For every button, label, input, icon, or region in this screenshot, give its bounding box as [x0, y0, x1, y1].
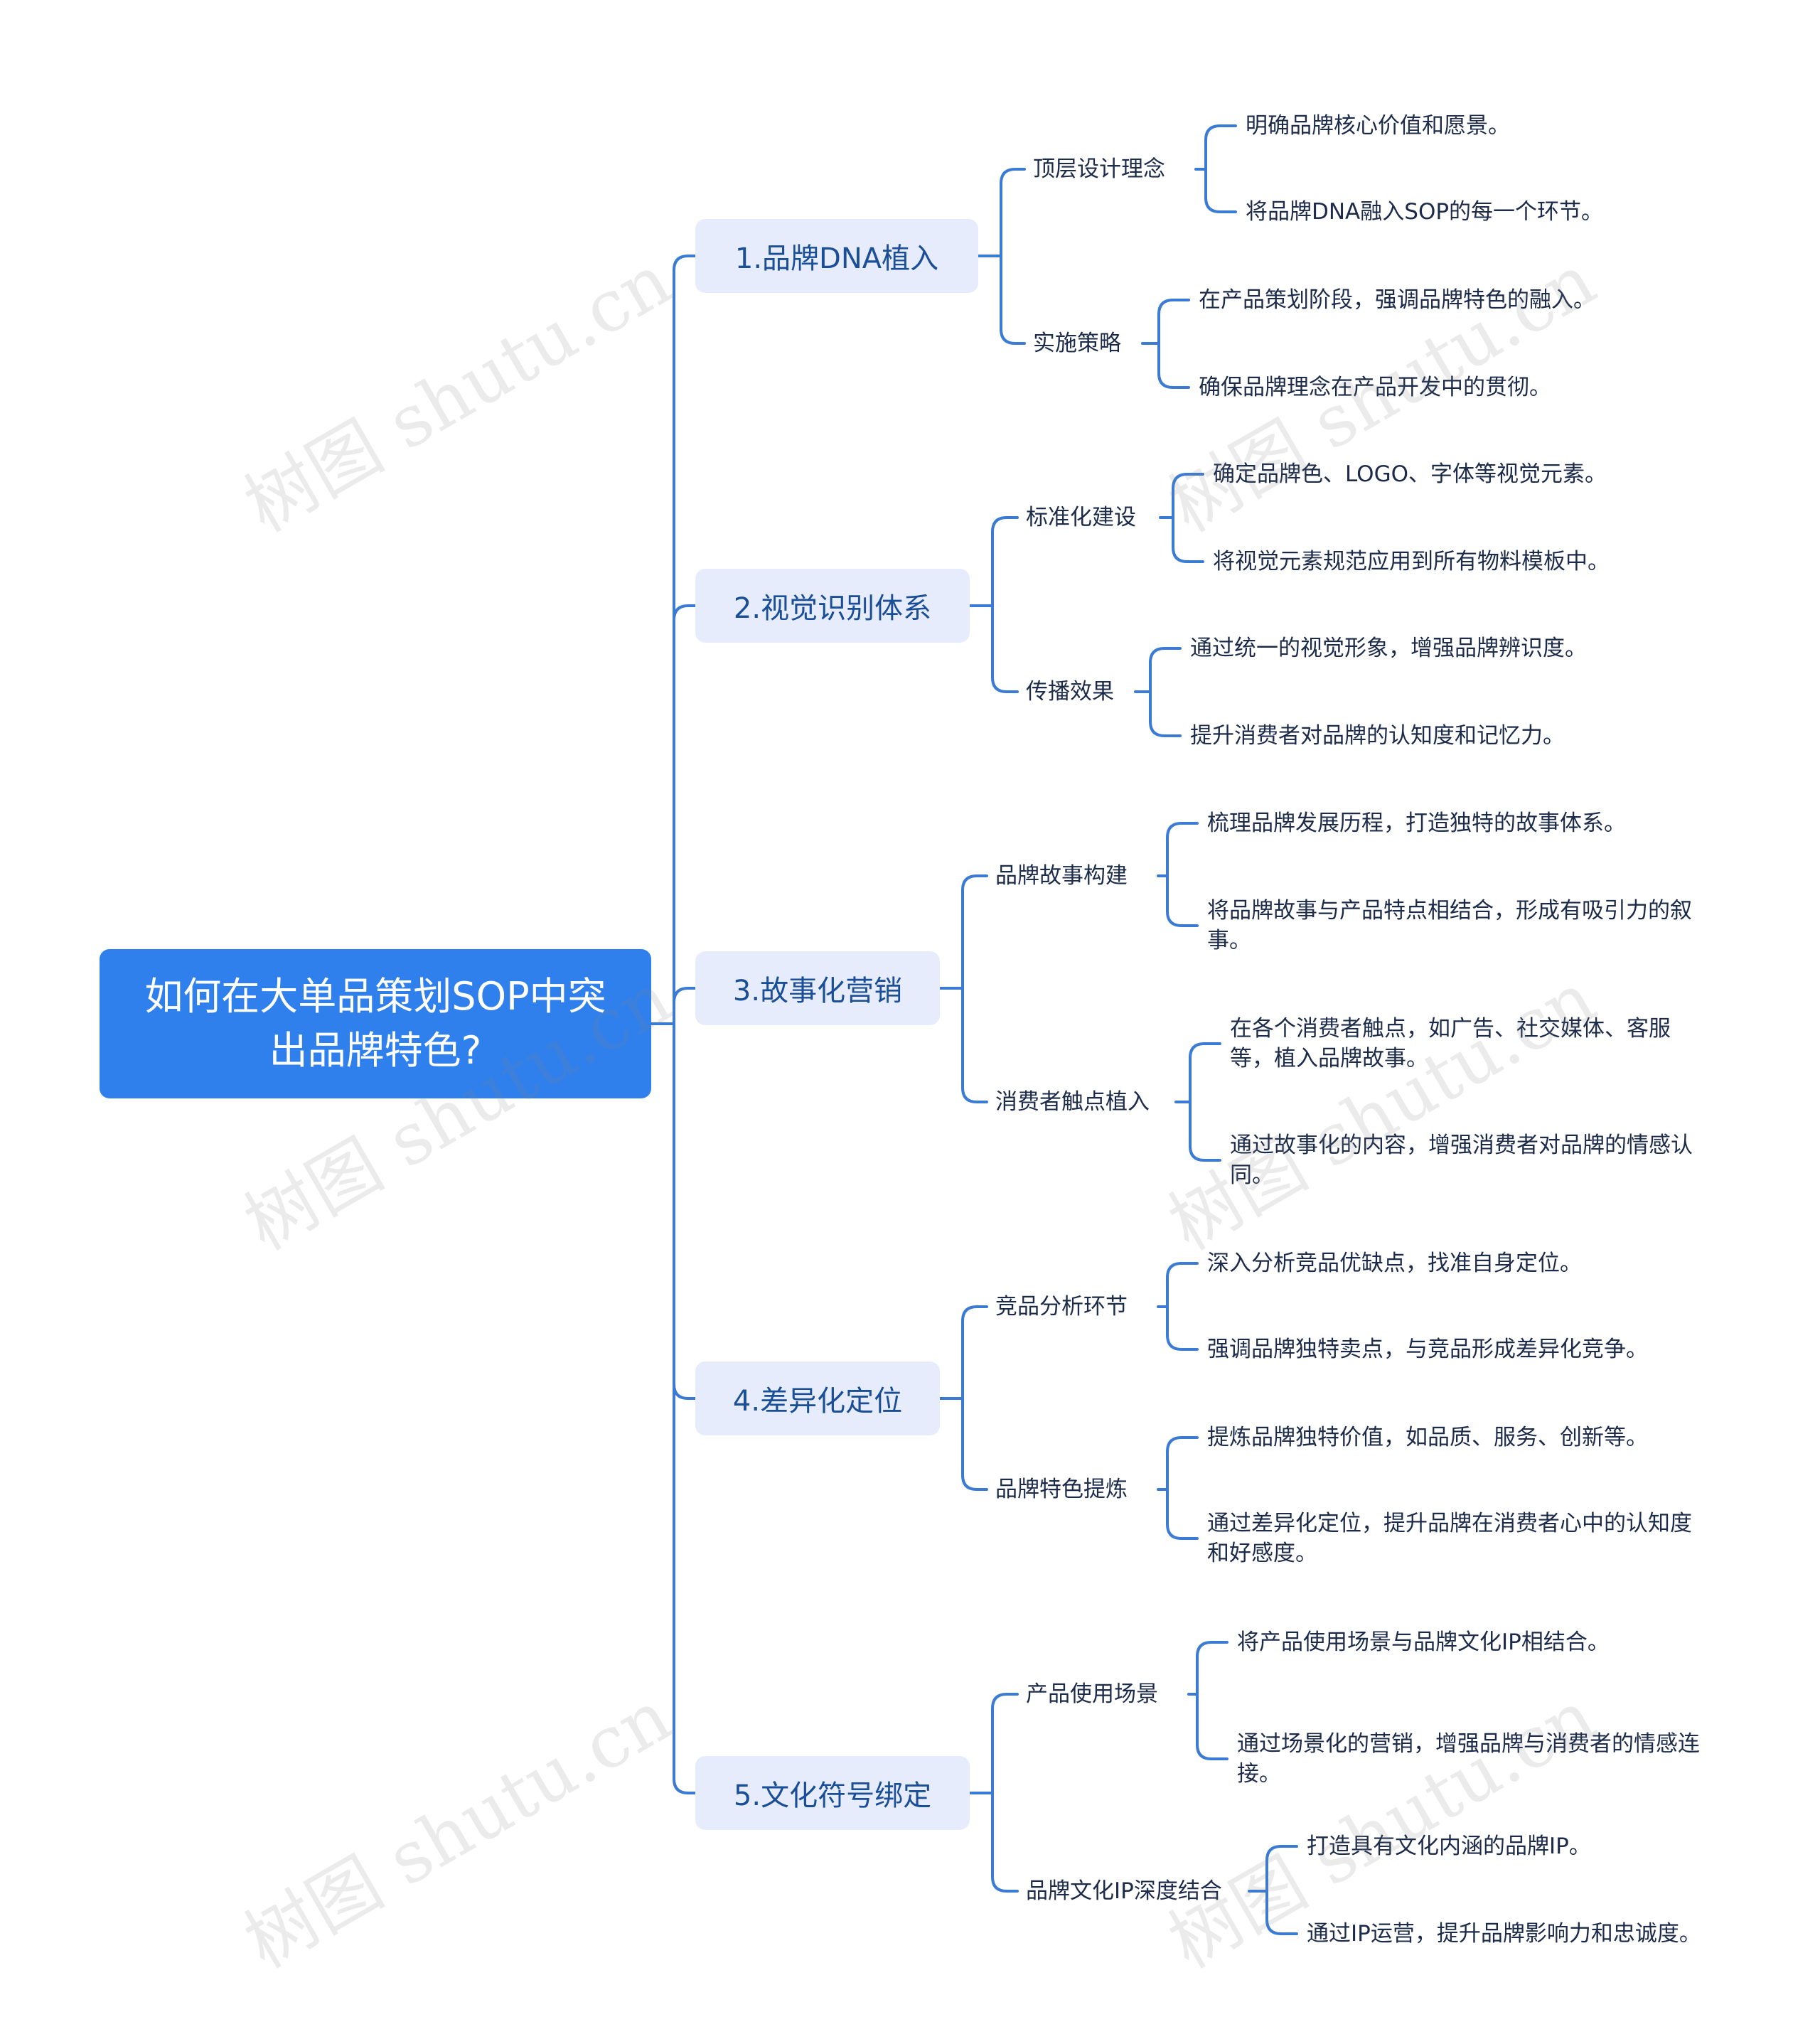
- edge-subtopic-leaf: [1166, 1436, 1199, 1491]
- leaf-4-2-2[interactable]: 通过差异化定位，提升品牌在消费者心中的认知度和好感度。: [1207, 1511, 1692, 1566]
- leaf-4-1-1[interactable]: 深入分析竞品优缺点，找准自身定位。: [1207, 1251, 1582, 1276]
- leaf-1-2-1[interactable]: 在产品策划阶段，强调品牌特色的融入。: [1199, 287, 1595, 313]
- edge-branch-subtopic: [991, 1792, 1019, 1893]
- leaf-5-1-2[interactable]: 通过场景化的营销，增强品牌与消费者的情感连接。: [1237, 1731, 1700, 1787]
- edge-branch-subtopic: [961, 874, 988, 990]
- edge-root-branch: [673, 1022, 697, 1400]
- edge-branch-subtopic: [961, 987, 988, 1103]
- leaf-1-1-2[interactable]: 将品牌DNA融入SOP的每一个环节。: [1246, 199, 1604, 225]
- leaf-2-1-1[interactable]: 确定品牌色、LOGO、字体等视觉元素。: [1213, 461, 1607, 487]
- edge-branch-subtopic: [961, 1397, 988, 1491]
- leaf-3-2-2[interactable]: 通过故事化的内容，增强消费者对品牌的情感认同。: [1230, 1133, 1693, 1188]
- leaf-2-2-1[interactable]: 通过统一的视觉形象，增强品牌辨识度。: [1190, 636, 1587, 661]
- edge-subtopic-leaf: [1172, 516, 1204, 563]
- branch-topic-5[interactable]: 5.文化符号绑定: [695, 1756, 970, 1830]
- edge-subtopic-leaf: [1149, 647, 1182, 693]
- edge-subtopic-leaf: [1157, 342, 1190, 389]
- edge-subtopic-leaf: [1189, 1101, 1221, 1162]
- edge-subtopic-leaf: [1166, 1488, 1199, 1540]
- edge-subtopic-leaf: [1157, 299, 1190, 345]
- branch-topic-1[interactable]: 1.品牌DNA植入: [695, 219, 978, 293]
- edge-branch-subtopic: [1000, 255, 1026, 345]
- edge-branch-subtopic: [991, 1693, 1019, 1794]
- edge-subtopic-leaf: [1172, 473, 1204, 519]
- subtopic-4-2[interactable]: 品牌特色提炼: [995, 1477, 1128, 1502]
- edge-root-branch: [673, 255, 697, 1025]
- edge-subtopic-leaf: [1196, 1641, 1228, 1696]
- leaf-5-2-1[interactable]: 打造具有文化内涵的品牌IP。: [1307, 1834, 1591, 1859]
- edge-root-branch: [673, 604, 697, 1025]
- edge-subtopic-leaf: [1204, 124, 1237, 171]
- edge-branch-subtopic: [1000, 168, 1026, 257]
- leaf-1-1-1[interactable]: 明确品牌核心价值和愿景。: [1246, 113, 1510, 139]
- leaf-2-2-2[interactable]: 提升消费者对品牌的认知度和记忆力。: [1190, 723, 1565, 749]
- root-topic[interactable]: 如何在大单品策划SOP中突出品牌特色?: [100, 949, 651, 1098]
- subtopic-2-1[interactable]: 标准化建设: [1026, 505, 1136, 530]
- subtopic-4-1[interactable]: 竞品分析环节: [995, 1294, 1128, 1320]
- edge-subtopic-leaf: [1149, 690, 1182, 737]
- leaf-4-1-2[interactable]: 强调品牌独特卖点，与竞品形成差异化竞争。: [1207, 1337, 1648, 1362]
- edge-subtopic-leaf: [1196, 1693, 1228, 1760]
- edge-root-branch: [673, 987, 697, 1025]
- edge-subtopic-leaf: [1166, 1305, 1199, 1351]
- edge-subtopic-leaf: [1265, 1845, 1298, 1893]
- subtopic-3-1[interactable]: 品牌故事构建: [995, 863, 1128, 889]
- edge-subtopic-leaf: [1204, 168, 1237, 213]
- branch-topic-4[interactable]: 4.差异化定位: [695, 1361, 940, 1435]
- leaf-5-1-1[interactable]: 将产品使用场景与品牌文化IP相结合。: [1237, 1629, 1610, 1655]
- edge-subtopic-leaf: [1166, 1262, 1199, 1308]
- edge-subtopic-leaf: [1166, 874, 1199, 927]
- edge-branch-subtopic: [991, 516, 1019, 607]
- subtopic-1-1[interactable]: 顶层设计理念: [1033, 156, 1165, 182]
- subtopic-2-2[interactable]: 传播效果: [1026, 679, 1114, 705]
- leaf-3-2-1[interactable]: 在各个消费者触点，如广告、社交媒体、客服等，植入品牌故事。: [1230, 1016, 1671, 1071]
- leaf-5-2-2[interactable]: 通过IP运营，提升品牌影响力和忠诚度。: [1307, 1921, 1701, 1947]
- leaf-3-1-1[interactable]: 梳理品牌发展历程，打造独特的故事体系。: [1207, 810, 1626, 836]
- edge-root-branch: [673, 1022, 697, 1794]
- subtopic-3-2[interactable]: 消费者触点植入: [995, 1089, 1150, 1115]
- edge-branch-subtopic: [991, 604, 1019, 693]
- edge-subtopic-leaf: [1166, 822, 1199, 877]
- branch-topic-2[interactable]: 2.视觉识别体系: [695, 569, 970, 643]
- leaf-2-1-2[interactable]: 将视觉元素规范应用到所有物料模板中。: [1213, 549, 1610, 574]
- edge-subtopic-leaf: [1189, 1042, 1221, 1103]
- leaf-3-1-2[interactable]: 将品牌故事与产品特点相结合，形成有吸引力的叙事。: [1207, 898, 1692, 953]
- root-topic-text: 如何在大单品策划SOP中突出品牌特色?: [144, 974, 606, 1073]
- branch-topic-3[interactable]: 3.故事化营销: [695, 951, 940, 1025]
- subtopic-1-2[interactable]: 实施策略: [1033, 331, 1121, 356]
- edge-branch-subtopic: [961, 1305, 988, 1400]
- leaf-1-2-2[interactable]: 确保品牌理念在产品开发中的贯彻。: [1199, 375, 1551, 400]
- leaf-4-2-1[interactable]: 提炼品牌独特价值，如品质、服务、创新等。: [1207, 1425, 1648, 1450]
- edge-subtopic-leaf: [1265, 1890, 1298, 1935]
- subtopic-5-1[interactable]: 产品使用场景: [1026, 1681, 1158, 1707]
- subtopic-5-2[interactable]: 品牌文化IP深度结合: [1026, 1878, 1222, 1904]
